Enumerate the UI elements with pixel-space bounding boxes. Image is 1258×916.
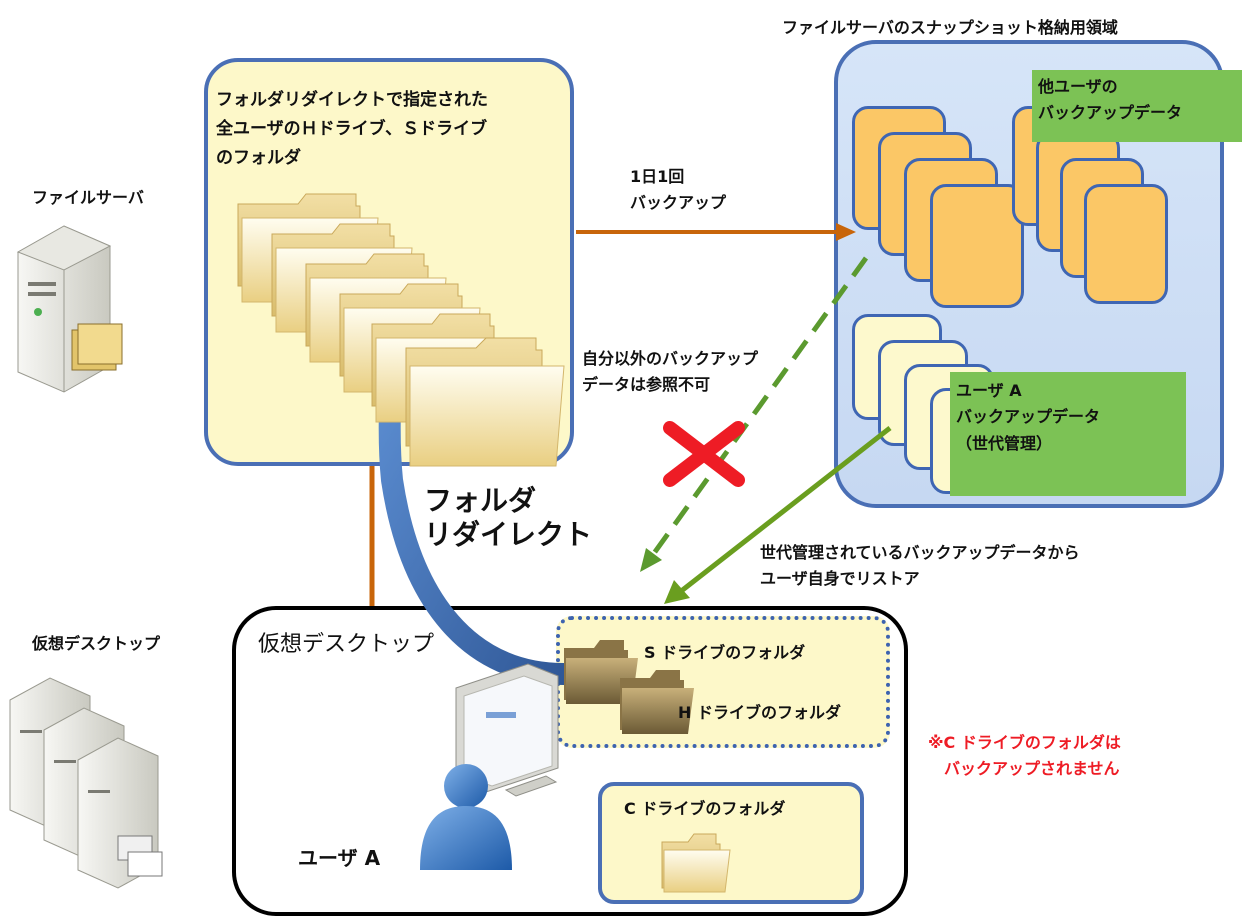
virtual-desktop-box-title: 仮想デスクトップ: [258, 632, 435, 657]
monitor-icon: [455, 663, 559, 797]
snapshot-area-title: ファイルサーバのスナップショット格納用領域: [782, 18, 1118, 37]
h-drive-folder-icon: [620, 670, 694, 734]
backup-arrow: [576, 223, 856, 241]
file-server-icon: [16, 225, 123, 393]
restore-note: 世代管理されているバックアップデータから ユーザ自身でリストア: [760, 543, 1080, 588]
source-folders-description: フォルダリダイレクトで指定された 全ユーザのＨドライブ、Ｓドライブ のフォルダ: [216, 90, 488, 168]
denied-access-arrow: [640, 256, 869, 572]
virtual-desktop-label: 仮想デスクトップ: [32, 634, 161, 653]
s-drive-label: S ドライブのフォルダ: [644, 643, 806, 662]
c-drive-folder-icon: [661, 833, 731, 893]
other-users-label: 他ユーザのバックアップデータ: [1032, 70, 1242, 142]
access-denied-cross-icon: [663, 421, 745, 487]
other-backup-card: [1084, 184, 1168, 304]
c-drive-label: C ドライブのフォルダ: [624, 799, 786, 818]
user-a-label: ユーザ A: [298, 846, 381, 870]
virtual-desktop-servers-icon: [9, 677, 163, 889]
other-backup-card: [930, 184, 1024, 308]
h-drive-label: H ドライブのフォルダ: [678, 703, 841, 722]
file-server-label: ファイルサーバ: [32, 188, 144, 207]
folder-redirect-label: フォルダ リダイレクト: [424, 484, 593, 551]
daily-backup-label: 1日1回 バックアップ: [630, 167, 727, 212]
restore-arrow: [664, 426, 892, 604]
no-access-note: 自分以外のバックアップ データは参照不可: [582, 349, 759, 394]
c-drive-warning: ※C ドライブのフォルダは バックアップされません: [928, 733, 1121, 778]
folder-stack-icon: [237, 193, 565, 467]
user-a-backup-label: ユーザ A バックアップデータ （世代管理）: [950, 372, 1186, 496]
c-drive-box: [598, 782, 864, 904]
user-avatar-icon: [420, 764, 512, 870]
